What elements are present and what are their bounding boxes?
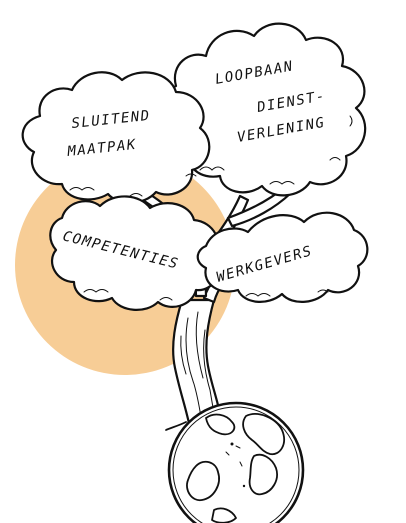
crown-sluitend-maatpak: SLUITEND MAATPAK: [23, 72, 210, 202]
globe-icon: [169, 403, 303, 523]
